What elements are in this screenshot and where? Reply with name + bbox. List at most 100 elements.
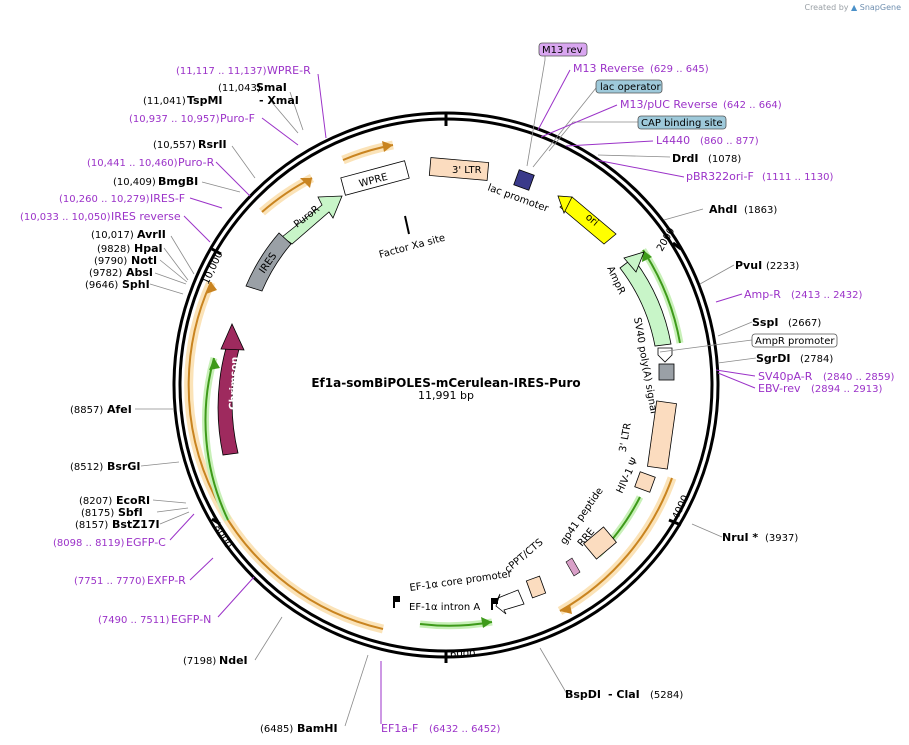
rre-box [583, 526, 617, 560]
line-bsrgi [140, 461, 180, 467]
line-rsrii [231, 145, 256, 179]
major-ticks [211, 113, 682, 663]
orf-halo-left [184, 280, 385, 634]
pvui-name[interactable]: PvuI [735, 259, 762, 272]
hpai-pos: (9828) [97, 244, 130, 255]
sv40-block [658, 363, 675, 381]
tspmi-pos: (11,041) [143, 96, 186, 107]
ecori-name[interactable]: EcoRI [116, 494, 150, 507]
pline-m13puc [540, 104, 618, 138]
line-avrii [170, 235, 195, 275]
bmgbi-name[interactable]: BmgBI [158, 175, 198, 188]
bspdi-name[interactable]: BspDI [565, 688, 601, 701]
ampr-arc [619, 257, 672, 347]
line-sphi [149, 283, 184, 295]
rsrii-name[interactable]: RsrII [198, 138, 227, 151]
bstz17i-pos: (8157) [75, 520, 108, 531]
amp-r-name[interactable]: Amp-R [744, 288, 781, 301]
snapgene-credit: Created by ▲ SnapGene [804, 3, 901, 12]
ires-rev-name[interactable]: IRES reverse [111, 210, 181, 223]
bstz17i-name[interactable]: BstZ17I [112, 518, 160, 531]
xmai-name[interactable]: - XmaI [259, 94, 299, 107]
ires-f-name[interactable]: IRES-F [150, 192, 185, 205]
nrui-name[interactable]: NruI * [722, 531, 758, 544]
line-m13rev [526, 52, 546, 167]
l4440-name[interactable]: L4440 [656, 134, 690, 147]
orf-arrow-left [206, 282, 217, 294]
bamhi-name[interactable]: BamHI [297, 722, 338, 735]
ndei-name[interactable]: NdeI [219, 654, 248, 667]
m13-reverse-name[interactable]: M13 Reverse [573, 62, 644, 75]
hpai-name[interactable]: HpaI [134, 242, 163, 255]
puro-r-name[interactable]: Puro-R [178, 156, 215, 169]
exfp-r-name[interactable]: EXFP-R [147, 574, 186, 587]
bsrgi-name[interactable]: BsrGI [107, 460, 140, 473]
absi-pos: (9782) [89, 268, 122, 279]
clai-name[interactable]: - ClaI [608, 688, 640, 701]
line-bspdi [539, 647, 568, 695]
tspmi-name[interactable]: TspMI [187, 94, 223, 107]
noti-name[interactable]: NotI [131, 254, 157, 267]
sspi-name[interactable]: SspI [752, 316, 778, 329]
pline-ires-rev [183, 215, 211, 243]
pbr322-name[interactable]: pBR322ori-F [686, 170, 754, 183]
sgrdi-name[interactable]: SgrDI [756, 352, 790, 365]
wpre-r-name[interactable]: WPRE-R [267, 64, 311, 77]
line-sbfi [156, 507, 189, 513]
sphi-pos: (9646) [85, 280, 118, 291]
line-sspi [717, 321, 753, 337]
m13-puc-name[interactable]: M13/pUC Reverse [620, 98, 718, 111]
cppt-box [525, 575, 547, 599]
sbfi-name[interactable]: SbfI [118, 506, 143, 519]
plasmid-name: Ef1a-somBiPOLES-mCerulean-IRES-Puro [311, 376, 580, 390]
ltr3-top-box [428, 157, 490, 181]
sphi-name[interactable]: SphI [122, 278, 150, 291]
line-bstz17i [159, 511, 190, 525]
line-noti [159, 259, 188, 283]
rsrii-pos: (10,557) [153, 140, 196, 151]
pline-pbr322 [595, 159, 685, 178]
amp-r-pos: (2413 .. 2432) [791, 290, 863, 301]
pline-puro-r [215, 161, 251, 197]
egfp-n-name[interactable]: EGFP-N [171, 613, 211, 626]
m13-rev-box [538, 42, 588, 57]
line-ndei [254, 616, 283, 661]
chrimson-arrowhead [220, 323, 245, 351]
sv40pa-r-name[interactable]: SV40pA-R [758, 370, 813, 383]
drdi-name[interactable]: DrdI [672, 152, 699, 165]
orf-line-right-bottom [559, 477, 673, 612]
ecori-pos: (8207) [79, 496, 112, 507]
orf-arrow-green-bottom [481, 617, 492, 628]
ebv-rev-name[interactable]: EBV-rev [758, 382, 801, 395]
ef1a-f-name[interactable]: EF1a-F [381, 722, 418, 735]
afei-name[interactable]: AfeI [107, 403, 132, 416]
credit-prefix: Created by [804, 3, 849, 12]
pline-egfp-c [169, 513, 195, 541]
pline-exfp-r [189, 557, 214, 581]
cap-site-label[interactable]: CAP binding site [641, 118, 723, 129]
tick-6000-label: 6000 [450, 649, 475, 660]
puro-f-pos: (10,937 .. 10,957) [129, 114, 220, 125]
pvui-pos: (2233) [766, 261, 799, 272]
egfp-c-name[interactable]: EGFP-C [126, 536, 166, 549]
avrii-name[interactable]: AvrII [137, 228, 166, 241]
puro-f-name[interactable]: Puro-F [220, 112, 255, 125]
line-ahdi [663, 208, 704, 221]
lac-operator-box [595, 79, 663, 94]
drdi-pos: (1078) [708, 154, 741, 165]
line-sgrdi [717, 357, 757, 364]
smai-name[interactable]: SmaI [256, 81, 287, 94]
line-ecori [152, 499, 187, 504]
sv40pa-r-pos: (2840 .. 2859) [823, 372, 895, 383]
m13-rev-label[interactable]: M13 rev [542, 45, 583, 56]
line-tspmi [269, 99, 299, 134]
lac-operator-label[interactable]: lac operator [600, 82, 661, 93]
ahdi-name[interactable]: AhdI [709, 203, 737, 216]
bsrgi-pos: (8512) [70, 462, 103, 473]
ampr-promoter-label[interactable]: AmpR promoter [755, 336, 835, 347]
puro-r-pos: (10,441 .. 10,460) [87, 158, 178, 169]
absi-name[interactable]: AbsI [126, 266, 153, 279]
pline-l4440 [565, 140, 654, 147]
orf-green-left [204, 357, 229, 521]
orf-arrow-right-bottom [560, 604, 572, 614]
